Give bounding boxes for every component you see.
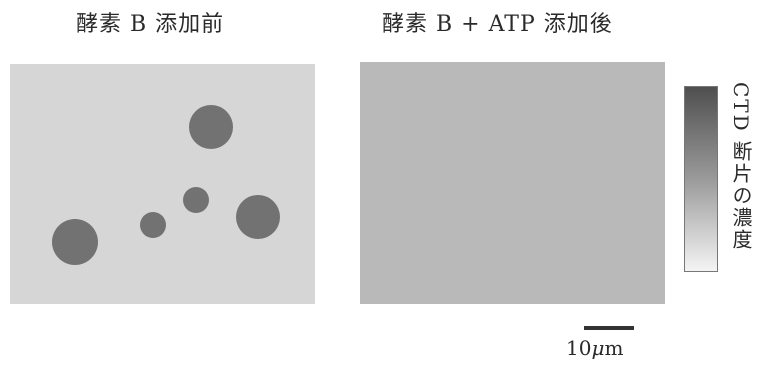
droplet-group xyxy=(52,105,280,265)
panel-title-after: 酵素 B + ATP 添加後 xyxy=(382,12,613,37)
droplet-2 xyxy=(183,187,209,213)
panel-title-before: 酵素 B 添加前 xyxy=(76,12,225,37)
scale-value: 10 xyxy=(566,336,592,360)
before-background xyxy=(10,64,315,304)
droplet-3 xyxy=(236,195,280,239)
panel-before-addition xyxy=(10,64,315,304)
scale-bar-label: 10μm xyxy=(566,336,623,360)
concentration-colorbar xyxy=(684,86,718,272)
after-background xyxy=(360,62,665,304)
droplet-5 xyxy=(52,219,98,265)
scale-unit: m xyxy=(604,336,624,360)
droplet-1 xyxy=(189,105,233,149)
droplet-4 xyxy=(140,212,166,238)
scale-bar xyxy=(584,326,634,330)
colorbar-label: CTD 断片の濃度 xyxy=(729,82,753,252)
panel-after-addition xyxy=(360,62,665,304)
scale-mu: μ xyxy=(591,336,605,360)
